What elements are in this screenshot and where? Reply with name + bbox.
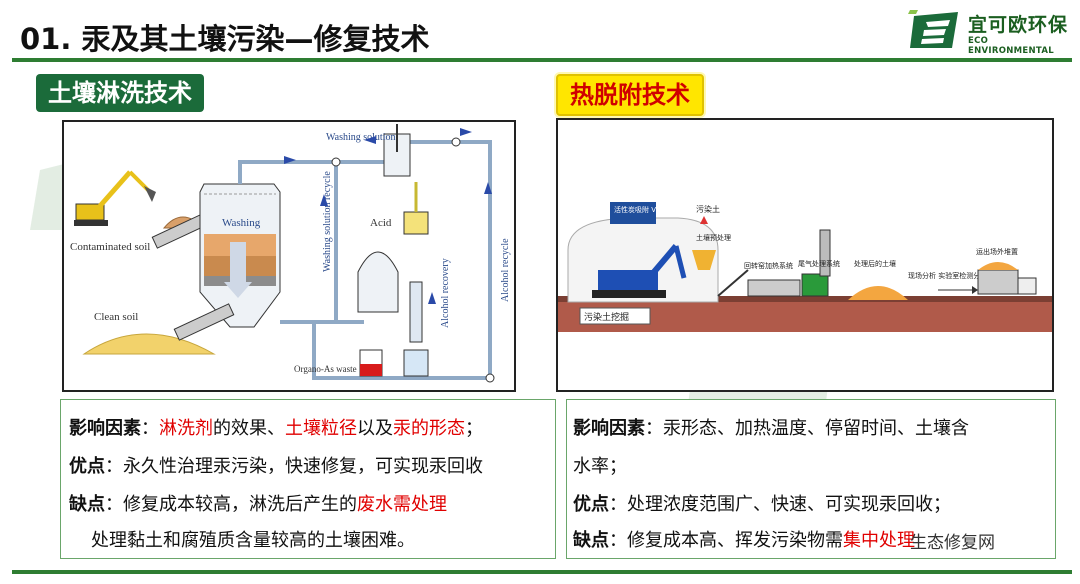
thermal-desorption-notes: 影响因素：汞形态、加热温度、停留时间、土壤含 水率； 优点：处理浓度范围广、快速… xyxy=(566,399,1056,559)
soil-washing-tag: 土壤淋洗技术 xyxy=(36,74,204,112)
organo-as-waste-label: Organo-As waste xyxy=(294,364,357,374)
alcohol-recovery-label: Alcohol recovery xyxy=(440,258,451,328)
acid-label: Acid xyxy=(370,217,392,229)
logo-subtext: ECO ENVIRONMENTAL xyxy=(968,36,1054,56)
logo-text: 宜可欧环保 xyxy=(968,14,1069,36)
tail-gas-label: 尾气处理系统 xyxy=(798,259,840,268)
header-divider xyxy=(12,58,1072,62)
soil-pretreat-label: 土壤预处理 xyxy=(696,233,731,242)
eco-logo-icon xyxy=(908,10,958,48)
disadvantages-line-2: 处理黏土和腐殖质含量较高的土壤困难。 xyxy=(91,530,415,551)
excavator-icon xyxy=(74,170,156,226)
factors-line-2: 水率； xyxy=(573,456,627,477)
washing-tank: Washing xyxy=(199,183,281,328)
washing-solution-label: Washing solution xyxy=(326,132,395,143)
alcohol-recycle-label: Alcohol recycle xyxy=(500,238,511,302)
vocs-box-label: 活性炭吸附 VOCs xyxy=(614,205,670,214)
soil-washing-notes: 影响因素：淋洗剂的效果、土壤粒径以及汞的形态； 优点：永久性治理汞污染，快速修复… xyxy=(60,399,556,559)
page-title: 01. 汞及其土壤污染—修复技术 xyxy=(20,22,430,56)
washing-recycle-label: Washing solution recycle xyxy=(322,171,333,272)
advantages-line: 优点：永久性治理汞污染，快速修复，可实现汞回收 xyxy=(69,456,483,477)
kiln-label: 回转窑加热系统 xyxy=(744,261,793,270)
contaminated-soil-label: Contaminated soil xyxy=(70,241,150,253)
factors-line: 影响因素：汞形态、加热温度、停留时间、土壤含 xyxy=(573,418,969,439)
treated-soil-label: 处理后的土壤 xyxy=(854,259,896,268)
thermal-desorption-tag: 热脱附技术 xyxy=(556,74,704,116)
excavation-label: 污染土挖掘 xyxy=(584,311,629,323)
thermal-desorption-diagram: 活性炭吸附 VOCs 污染土挖掘 污染土 土壤预处理 回转窑加热系统 尾气处理系… xyxy=(556,118,1054,392)
source-watermark: 生态修复网 xyxy=(910,533,995,553)
disadvantages-line: 缺点：修复成本高、挥发污染物需集中处理 xyxy=(573,530,915,551)
excavator-icon xyxy=(592,244,687,298)
advantages-line: 优点：处理浓度范围广、快速、可实现汞回收； xyxy=(573,494,951,515)
transport-label: 运出场外堆置 xyxy=(976,247,1018,256)
footer-divider xyxy=(12,570,1072,574)
site-analysis-label: 现场分析 实验室检测分析确认 xyxy=(908,271,1001,280)
washing-label: Washing xyxy=(222,217,261,229)
clean-soil-label: Clean soil xyxy=(94,311,138,323)
soil-washing-diagram: Contaminated soil Washing Clean soil Was… xyxy=(62,120,516,392)
factors-line: 影响因素：淋洗剂的效果、土壤粒径以及汞的形态； xyxy=(69,418,483,439)
company-logo: 宜可欧环保 ECO ENVIRONMENTAL xyxy=(908,8,1069,56)
contaminated-soil-label: 污染土 xyxy=(696,204,720,214)
disadvantages-line: 缺点：修复成本较高，淋洗后产生的废水需处理 xyxy=(69,494,447,515)
